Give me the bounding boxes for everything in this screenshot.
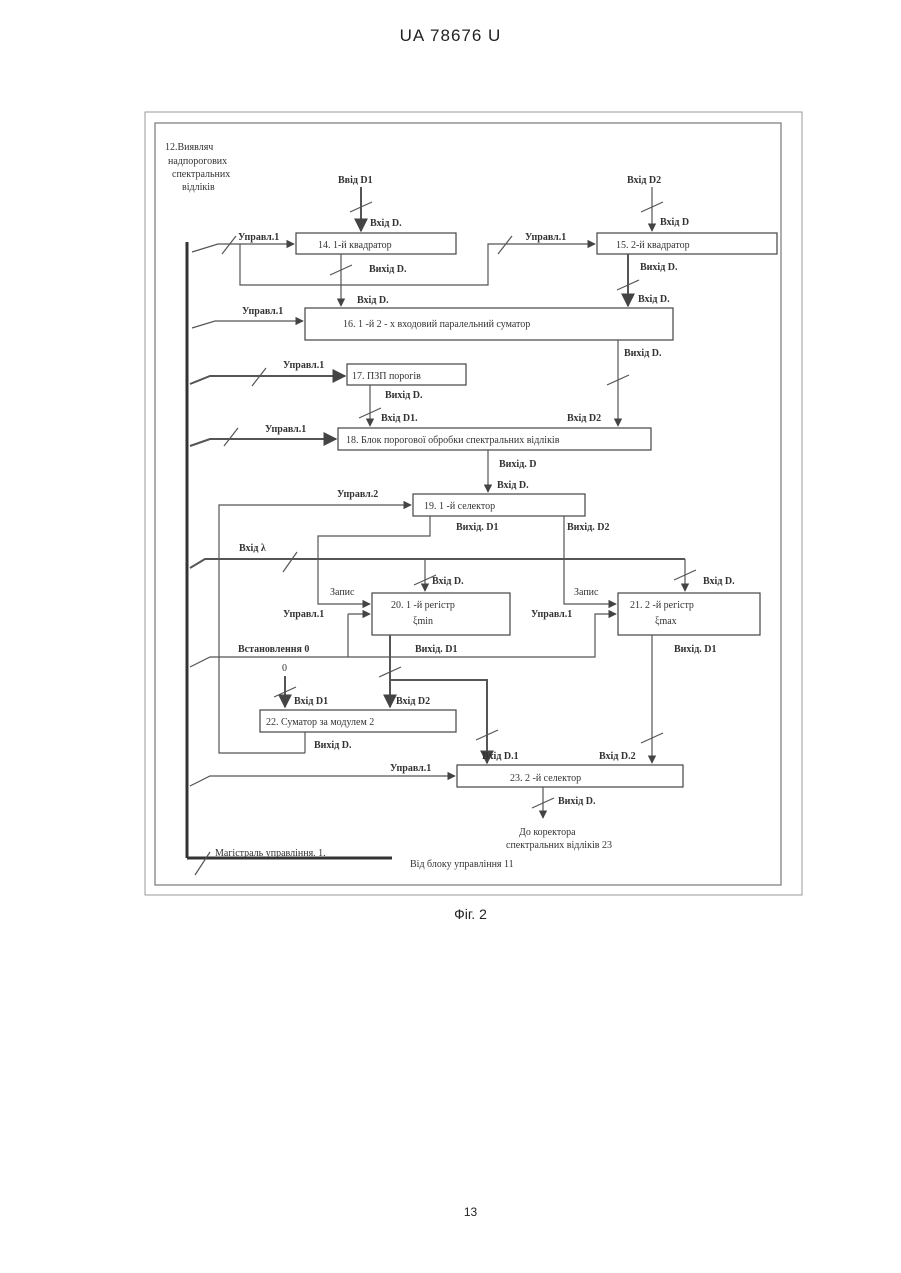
- block-14-label: 14. 1-й квадратор: [318, 240, 392, 251]
- block-19-input-label: Вхід D.: [497, 480, 529, 491]
- block-15-input-label: Вхід D: [660, 217, 689, 228]
- detector-title-line-1: 12.Виявляч: [165, 142, 213, 153]
- block-18-output-label: Вихід. D: [499, 459, 537, 470]
- block-23-control-label: Управл.1: [390, 763, 431, 774]
- block-15-label: 15. 2-й квадратор: [616, 240, 690, 251]
- from-control-label: Від блоку управління 11: [410, 859, 514, 870]
- block-21-write-label: Запис: [574, 587, 599, 598]
- block-22-input-d1-label: Вхід D1: [294, 696, 328, 707]
- figure-caption: Фіг. 2: [0, 906, 901, 922]
- block-23-input-d1-label: Вхід D.1: [482, 751, 519, 762]
- block-20-input-label: Вхід D.: [432, 576, 464, 587]
- block-19-control-label: Управл.2: [337, 489, 378, 500]
- detector-title-line-4: відліків: [182, 182, 215, 193]
- block-20-control-label: Управл.1: [283, 609, 324, 620]
- block-16-input-b-label: Вхід D.: [638, 294, 670, 305]
- block-15-control-label: Управл.1: [525, 232, 566, 243]
- block-20-label-line-1: 20. 1 -й регістр: [391, 600, 455, 611]
- block-21-control-label: Управл.1: [531, 609, 572, 620]
- block-18-input-d1-label: Вхід D1.: [381, 413, 418, 424]
- block-17-control-label: Управл.1: [283, 360, 324, 371]
- block-15-output-label: Вихід D.: [640, 262, 678, 273]
- block-16-input-a-label: Вхід D.: [357, 295, 389, 306]
- block-20-label-line-2: ξmin: [413, 616, 433, 627]
- block-19-output-d1-label: Вихід. D1: [456, 522, 499, 533]
- input-d2-top-label: Вхід D2: [627, 175, 661, 186]
- detector-title-line-2: надпорогових: [168, 156, 227, 167]
- block-23-label: 23. 2 -й селектор: [510, 773, 581, 784]
- to-corrector-line-2: спектральних відліків 23: [506, 840, 612, 851]
- zero-input-label: 0: [282, 663, 287, 674]
- block-21-output-label: Вихід. D1: [674, 644, 717, 655]
- block-22-label: 22. Суматор за модулем 2: [266, 717, 374, 728]
- bus-label: Магістраль управління. 1.: [215, 848, 326, 859]
- set-zero-label: Встановлення 0: [238, 644, 309, 655]
- page-number: 13: [0, 1205, 901, 1219]
- block-20-output-label: Вихід. D1: [415, 644, 458, 655]
- input-d1-top-label: Ввід D1: [338, 175, 373, 186]
- block-17-label: 17. ПЗП порогів: [352, 371, 421, 382]
- block-21-input-label: Вхід D.: [703, 576, 735, 587]
- block-20-write-label: Запис: [330, 587, 355, 598]
- block-14-input-label: Вхід D.: [370, 218, 402, 229]
- block-22-output-label: Вихід D.: [314, 740, 352, 751]
- lambda-input-label: Вхід λ: [239, 543, 266, 554]
- block-21-label-line-2: ξmax: [655, 616, 677, 627]
- block-17-output-label: Вихід D.: [385, 390, 423, 401]
- block-16-control-label: Управл.1: [242, 306, 283, 317]
- block-23-input-d2-label: Вхід D.2: [599, 751, 636, 762]
- block-19-output-d2-label: Вихід. D2: [567, 522, 610, 533]
- block-18-control-label: Управл.1: [265, 424, 306, 435]
- block-23-output-label: Вихід D.: [558, 796, 596, 807]
- block-18-label: 18. Блок порогової обробки спектральних …: [346, 435, 560, 446]
- block-19-label: 19. 1 -й селектор: [424, 501, 495, 512]
- block-14-output-label: Вихід D.: [369, 264, 407, 275]
- bus-slash: [195, 852, 210, 875]
- block-18-input-d2-label: Вхід D2: [567, 413, 601, 424]
- block-14-control-label: Управл.1: [238, 232, 279, 243]
- block-22-input-d2-label: Вхід D2: [396, 696, 430, 707]
- block-21-label-line-1: 21. 2 -й регістр: [630, 600, 694, 611]
- detector-title-line-3: спектральних: [172, 169, 230, 180]
- to-corrector-line-1: До коректора: [519, 827, 576, 838]
- block-16-output-label: Вихід D.: [624, 348, 662, 359]
- block-16-label: 16. 1 -й 2 - х входовий паралельний сума…: [343, 319, 530, 330]
